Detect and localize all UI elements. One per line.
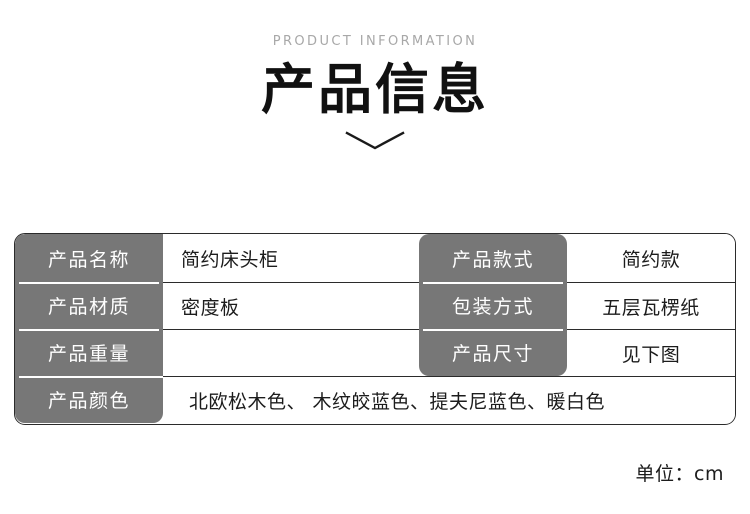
spec-label-packaging-method: 包装方式 [419,282,567,329]
chevron-down-icon [0,127,750,155]
spec-label-text: 产品颜色 [47,390,130,412]
table-row: 产品名称 简约床头柜 产品款式 简约款 [15,234,735,282]
spec-label-text: 产品名称 [47,248,130,271]
spec-label-text: 产品重量 [47,343,130,365]
spec-value-product-material: 密度板 [163,282,405,329]
spec-label-product-material: 产品材质 [15,282,163,329]
spec-label-product-color: 产品颜色 [15,376,163,423]
spec-label-product-size: 产品尺寸 [419,329,567,376]
table-row: 产品重量 产品尺寸 见下图 [15,329,735,376]
row-gap [405,329,419,376]
page-title: 产品信息 [261,58,489,121]
table-row: 产品颜色 北欧松木色、 木纹皎蓝色、提夫尼蓝色、暖白色 [15,376,735,423]
page-header: PRODUCT INFORMATION 产品信息 [0,0,750,155]
spec-label-text: 产品材质 [47,296,130,318]
spec-value-product-name: 简约床头柜 [163,234,405,282]
spec-value-product-weight [163,329,405,376]
product-spec-table: 产品名称 简约床头柜 产品款式 简约款 产品材质 密度板 包装方式 五层瓦楞纸 … [14,233,736,425]
spec-label-text: 产品尺寸 [451,343,534,365]
table-row: 产品材质 密度板 包装方式 五层瓦楞纸 [15,282,735,329]
spec-label-text: 产品款式 [451,248,534,271]
spec-label-product-style: 产品款式 [419,234,567,282]
unit-note: 单位：cm [635,463,724,485]
spec-value-packaging-method: 五层瓦楞纸 [567,282,735,329]
spec-label-product-name: 产品名称 [15,234,163,282]
spec-label-text: 包装方式 [451,296,534,318]
spec-value-product-color: 北欧松木色、 木纹皎蓝色、提夫尼蓝色、暖白色 [163,376,735,423]
row-gap [405,282,419,329]
spec-value-product-style: 简约款 [567,234,735,282]
spec-value-product-size: 见下图 [567,329,735,376]
header-eyebrow: PRODUCT INFORMATION [272,34,478,49]
row-gap [405,234,419,282]
spec-label-product-weight: 产品重量 [15,329,163,376]
